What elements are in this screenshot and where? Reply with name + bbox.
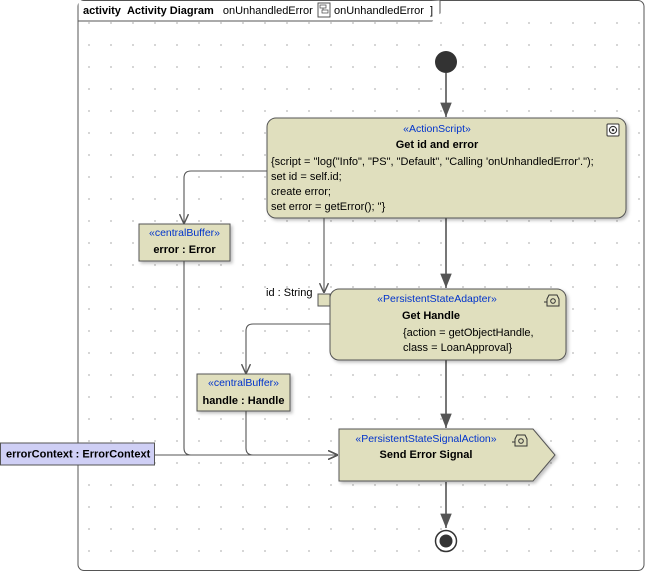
id-pin-label: id : String: [266, 287, 312, 299]
get-handle-line-1: {action = getObjectHandle,: [403, 327, 534, 339]
send-signal-name: Send Error Signal: [380, 449, 473, 461]
object-flows: [155, 170, 338, 455]
action-get-handle[interactable]: «PersistentStateAdapter» Get Handle {act…: [329, 288, 567, 361]
frame-header: activity Activity Diagram onUnhandledErr…: [83, 5, 322, 17]
frame-title: Activity Diagram: [127, 5, 214, 17]
persistent-state-icon: [544, 294, 560, 307]
action-send-error-signal[interactable]: «PersistentStateSignalAction» Send Error…: [338, 428, 556, 482]
error-context-label: errorContext : ErrorContext: [6, 449, 151, 461]
get-handle-name: Get Handle: [402, 310, 460, 322]
svg-text:onUnhandledError ]: onUnhandledError ]: [334, 5, 433, 17]
flow-get-handle-to-handle-buffer[interactable]: [246, 323, 330, 374]
action-script-name: Get id and error: [396, 139, 479, 151]
frame-kind: activity: [83, 5, 122, 17]
buffer-error-stereotype: «centralBuffer»: [149, 227, 220, 239]
get-handle-stereotype: «PersistentStateAdapter»: [377, 293, 497, 305]
diagram-frame: [77, 0, 645, 571]
initial-node[interactable]: [435, 51, 457, 73]
activity-ref-icon: [317, 2, 331, 18]
id-input-pin[interactable]: [317, 293, 331, 307]
action-script-line-3: create error;: [271, 186, 331, 198]
send-signal-stereotype: «PersistentStateSignalAction»: [355, 433, 496, 445]
frame-ref-close: ]: [430, 5, 433, 17]
action-script-line-4: set error = getError(); "}: [271, 201, 386, 213]
buffer-handle-stereotype: «centralBuffer»: [208, 377, 279, 389]
central-buffer-handle[interactable]: «centralBuffer» handle : Handle: [196, 373, 291, 412]
get-handle-line-2: class = LoanApproval}: [403, 342, 512, 354]
activity-final-node[interactable]: [434, 529, 458, 553]
script-icon: [606, 123, 620, 137]
signal-persistent-icon: [512, 434, 528, 447]
frame-name: onUnhandledError: [223, 5, 313, 17]
parameter-error-context[interactable]: errorContext : ErrorContext: [0, 442, 155, 466]
action-get-id-and-error[interactable]: «ActionScript» Get id and error {script …: [266, 117, 627, 219]
central-buffer-error[interactable]: «centralBuffer» error : Error: [138, 223, 231, 262]
buffer-error-name: error : Error: [153, 244, 216, 256]
action-script-line-1: {script = "log("Info", "PS", "Default", …: [271, 156, 594, 168]
action-script-stereotype: «ActionScript»: [403, 123, 471, 135]
flow-action-script-to-error-buffer[interactable]: [184, 170, 267, 224]
action-script-line-2: set id = self.id;: [271, 171, 342, 183]
buffer-handle-name: handle : Handle: [203, 395, 285, 407]
frame-ref-name: onUnhandledError: [334, 5, 424, 17]
